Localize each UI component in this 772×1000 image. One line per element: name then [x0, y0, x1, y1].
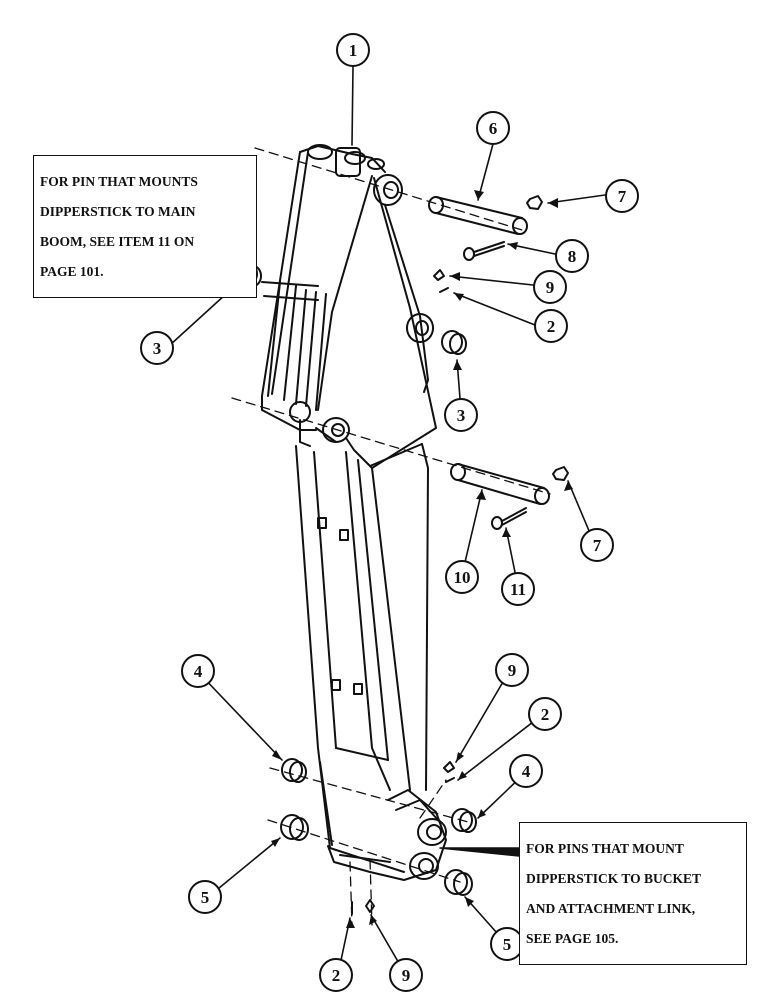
callout-7-top: 7	[605, 179, 639, 213]
svg-text:10: 10	[454, 568, 471, 587]
svg-text:1: 1	[349, 41, 358, 60]
fitting-9-top	[433, 269, 445, 281]
fitting-2-top	[439, 287, 449, 293]
callout-11: 11	[501, 572, 535, 606]
bushing-5-right	[444, 869, 473, 896]
svg-text:2: 2	[547, 317, 556, 336]
svg-text:11: 11	[510, 580, 526, 599]
callout-3-right: 3	[444, 398, 478, 432]
svg-text:7: 7	[593, 536, 602, 555]
callout-8: 8	[555, 239, 589, 273]
callout-1: 1	[336, 33, 370, 67]
svg-text:2: 2	[332, 966, 341, 985]
leader-arrowheads	[229, 190, 573, 928]
svg-text:8: 8	[568, 247, 577, 266]
fitting-9-mid	[443, 761, 455, 773]
callout-bubbles: 1 6 7 8 9 2 3 3 7 10 11 4 9 2 4 5 5 2 9	[140, 33, 639, 992]
bushing-3-right	[441, 330, 467, 355]
callout-3-left: 3	[140, 331, 174, 365]
fitting-2-mid	[445, 777, 455, 783]
note-bucket-pins: FOR PINS THAT MOUNT DIPPERSTICK TO BUCKE…	[519, 822, 747, 965]
svg-text:4: 4	[522, 762, 531, 781]
callout-7-bottom: 7	[580, 528, 614, 562]
callout-5-left: 5	[188, 880, 222, 914]
nut-7-top	[526, 195, 543, 210]
note-bottom-line-1: FOR PINS THAT MOUNT	[526, 841, 684, 856]
bolt-8	[463, 241, 505, 261]
svg-text:2: 2	[541, 705, 550, 724]
callout-10: 10	[445, 560, 479, 594]
svg-text:9: 9	[402, 966, 411, 985]
fitting-9-bottom	[365, 899, 375, 913]
note-bottom-pointer	[439, 847, 520, 857]
note-main-boom-pin: FOR PIN THAT MOUNTS DIPPERSTICK TO MAIN …	[33, 155, 257, 298]
svg-text:3: 3	[153, 339, 162, 358]
bolt-11	[491, 507, 527, 530]
svg-text:3: 3	[457, 406, 466, 425]
note-bottom-line-4: SEE PAGE 105.	[526, 931, 619, 946]
note-bottom-line-3: AND ATTACHMENT LINK,	[526, 901, 696, 916]
callout-6: 6	[476, 111, 510, 145]
note-top-line-4: PAGE 101.	[40, 264, 104, 279]
callout-2-mid: 2	[528, 697, 562, 731]
callout-2-top: 2	[534, 309, 568, 343]
bushing-5-left	[280, 814, 309, 841]
pin-10	[450, 463, 550, 505]
bushing-4-left	[281, 758, 307, 783]
callout-9-top: 9	[533, 270, 567, 304]
callout-9-bottom: 9	[389, 958, 423, 992]
nut-7-bottom	[552, 466, 569, 481]
svg-text:6: 6	[489, 119, 498, 138]
svg-text:5: 5	[503, 935, 512, 954]
note-top-line-3: BOOM, SEE ITEM 11 ON	[40, 234, 195, 249]
svg-text:9: 9	[508, 661, 517, 680]
callout-4-right: 4	[509, 754, 543, 788]
callout-4-left: 4	[181, 654, 215, 688]
svg-text:5: 5	[201, 888, 210, 907]
note-bottom-line-2: DIPPERSTICK TO BUCKET	[526, 871, 702, 886]
callout-9-mid: 9	[495, 653, 529, 687]
svg-text:4: 4	[194, 662, 203, 681]
bushing-4-right	[451, 808, 477, 833]
note-top-line-2: DIPPERSTICK TO MAIN	[40, 204, 196, 219]
svg-text:7: 7	[618, 187, 627, 206]
dipperstick-body	[261, 144, 447, 881]
svg-text:9: 9	[546, 278, 555, 297]
callout-2-bottom: 2	[319, 958, 353, 992]
pin-6	[428, 196, 528, 235]
note-top-line-1: FOR PIN THAT MOUNTS	[40, 174, 198, 189]
